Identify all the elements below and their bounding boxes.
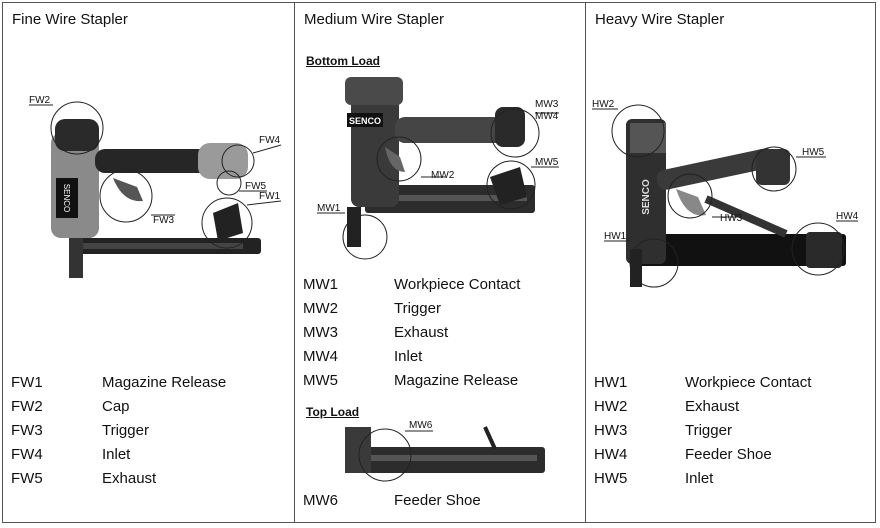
callout-fw3: FW3 — [153, 215, 175, 226]
part-code: MW6 — [303, 492, 338, 509]
part-label: Workpiece Contact — [394, 276, 521, 293]
bottom-load-heading: Bottom Load — [306, 54, 380, 68]
callout-hw3: HW3 — [720, 213, 743, 224]
heavy-brand-text: SENCO — [641, 179, 652, 215]
part-label: Inlet — [102, 446, 131, 463]
medium-wire-stapler-illustration: SENCO MW1 MW2 MW3 MW4 MW5 — [317, 77, 559, 260]
callout-hw5: HW5 — [802, 147, 825, 158]
list-item: FW4 Inlet — [11, 443, 226, 467]
callout-hw1: HW1 — [604, 231, 627, 242]
callout-fw5: FW5 — [245, 181, 267, 192]
part-code: MW1 — [303, 276, 338, 293]
fine-wire-stapler-illustration: SENCO FW2 FW3 FW4 FW1 FW5 — [29, 95, 282, 278]
part-label: Feeder Shoe — [394, 492, 481, 509]
part-code: MW4 — [303, 348, 338, 365]
part-label: Trigger — [394, 300, 441, 317]
part-label: Exhaust — [685, 398, 740, 415]
part-code: HW2 — [594, 398, 628, 415]
callout-fw4: FW4 — [259, 135, 281, 146]
part-code: FW5 — [11, 470, 43, 487]
callout-mw3: MW3 — [535, 99, 559, 110]
list-item: HW5 Inlet — [594, 467, 811, 491]
part-label: Trigger — [685, 422, 732, 439]
callout-mw1: MW1 — [317, 203, 341, 214]
medium-brand-text: SENCO — [349, 116, 381, 126]
part-label: Inlet — [685, 470, 714, 487]
fine-wire-parts-list: FW1 Magazine Release FW2 Cap FW3 Trigger FW… — [11, 371, 226, 491]
list-item: HW1 Workpiece Contact — [594, 371, 811, 395]
medium-wire-title: Medium Wire Stapler — [304, 11, 445, 28]
heavy-wire-stapler-illustration: SENCO HW2 HW3 HW5 HW4 HW1 — [592, 99, 859, 288]
heavy-wire-column: Heavy Wire Stapler SENCO — [586, 3, 875, 522]
callout-mw6: MW6 — [409, 420, 433, 431]
medium-wire-parts-list: MW1 Workpiece Contact MW2 Trigger MW3 Exhau… — [303, 273, 520, 393]
part-code: FW4 — [11, 446, 43, 463]
list-item: FW1 Magazine Release — [11, 371, 226, 395]
list-item: MW4 Inlet — [303, 345, 520, 369]
part-code: HW5 — [594, 470, 628, 487]
heavy-wire-parts-list: HW1 Workpiece Contact HW2 Exhaust HW3 Trigg… — [594, 371, 811, 491]
part-label: Magazine Release — [394, 372, 519, 389]
part-label: Exhaust — [394, 324, 449, 341]
part-code: FW3 — [11, 422, 43, 439]
part-label: Feeder Shoe — [685, 446, 772, 463]
list-item: FW5 Exhaust — [11, 467, 226, 491]
list-item: MW1 Workpiece Contact — [303, 273, 520, 297]
medium-top-load-parts-list: MW6 Feeder Shoe — [303, 489, 481, 513]
top-load-heading: Top Load — [306, 405, 360, 419]
list-item: HW4 Feeder Shoe — [594, 443, 811, 467]
list-item: FW3 Trigger — [11, 419, 226, 443]
list-item: MW6 Feeder Shoe — [303, 489, 481, 513]
part-code: MW2 — [303, 300, 338, 317]
callout-mw2: MW2 — [431, 170, 455, 181]
callout-fw2: FW2 — [29, 95, 51, 106]
list-item: MW5 Magazine Release — [303, 369, 520, 393]
medium-wire-column: Medium Wire Stapler Bottom Load SENCO — [295, 3, 586, 522]
callout-hw4: HW4 — [836, 211, 859, 222]
fine-brand-text: SENCO — [62, 184, 71, 212]
fine-wire-title: Fine Wire Stapler — [12, 11, 128, 28]
part-label: Workpiece Contact — [685, 374, 812, 391]
list-item: MW3 Exhaust — [303, 321, 520, 345]
part-code: HW1 — [594, 374, 628, 391]
part-code: MW5 — [303, 372, 338, 389]
callout-mw5: MW5 — [535, 157, 559, 168]
list-item: HW2 Exhaust — [594, 395, 811, 419]
callout-fw1: FW1 — [259, 191, 281, 202]
part-label: Trigger — [102, 422, 149, 439]
part-code: HW4 — [594, 446, 628, 463]
part-label: Magazine Release — [102, 374, 227, 391]
part-label: Cap — [102, 398, 130, 415]
callout-mw4: MW4 — [535, 111, 559, 122]
part-code: FW2 — [11, 398, 43, 415]
part-label: Exhaust — [102, 470, 157, 487]
part-label: Inlet — [394, 348, 423, 365]
callout-hw2: HW2 — [592, 99, 615, 110]
part-code: HW3 — [594, 422, 628, 439]
fine-wire-column: Fine Wire Stapler SENCO — [3, 3, 295, 522]
list-item: MW2 Trigger — [303, 297, 520, 321]
heavy-wire-title: Heavy Wire Stapler — [595, 11, 725, 28]
part-code: FW1 — [11, 374, 43, 391]
part-code: MW3 — [303, 324, 338, 341]
list-item: FW2 Cap — [11, 395, 226, 419]
top-load-feeder-illustration: MW6 — [345, 420, 545, 482]
list-item: HW3 Trigger — [594, 419, 811, 443]
